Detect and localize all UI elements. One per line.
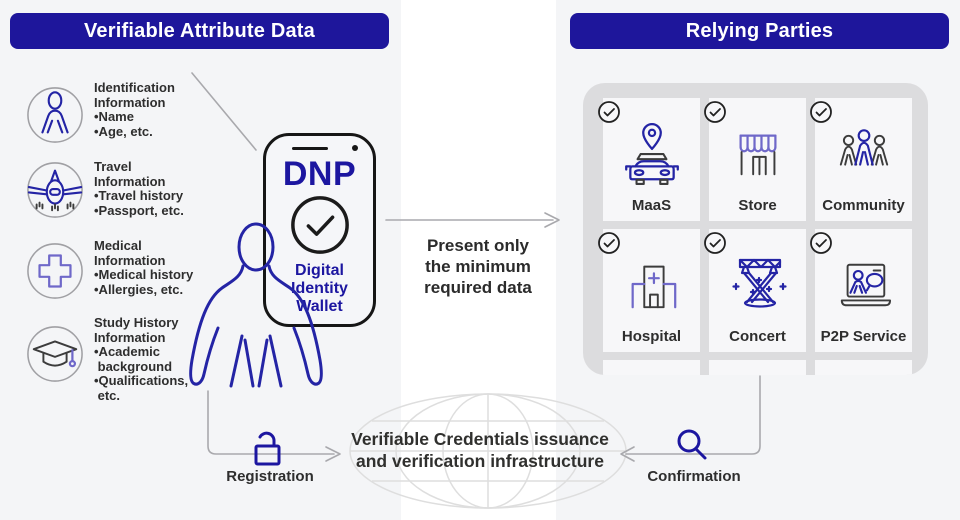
- attribute-title: Identification Information: [94, 80, 175, 110]
- party-card-store: Store: [704, 98, 806, 221]
- maas-car-icon: [624, 122, 679, 185]
- attribute-bullet: •Travel history: [94, 188, 184, 203]
- party-card-hospital: Hospital: [598, 229, 700, 352]
- attribute-item-travel: [26, 161, 84, 219]
- attribute-title: Medical Information: [94, 238, 166, 268]
- party-card-maas: MaaS: [598, 98, 700, 221]
- party-card-clipped: [815, 360, 912, 375]
- attribute-title: Travel Information: [94, 159, 166, 189]
- attribute-to-wallet-line: [191, 72, 257, 151]
- phone-camera-dot: [352, 145, 358, 151]
- attribute-bullet: •Qualifications, etc.: [94, 373, 189, 403]
- store-icon: [738, 134, 777, 176]
- present-minimum-data-text: Present only the minimum required data: [424, 236, 532, 297]
- hospital-icon: [631, 265, 676, 309]
- attribute-bullet: •Name: [94, 109, 134, 124]
- medical-cross-icon: [27, 243, 83, 299]
- person-silhouette-icon: [189, 222, 323, 388]
- attribute-item-identification: [26, 86, 84, 144]
- check-circle-icon: [598, 232, 620, 254]
- graduation-cap-icon: [27, 326, 83, 382]
- party-label: P2P Service: [820, 328, 907, 345]
- right-panel-title: Relying Parties: [570, 13, 949, 49]
- attribute-bullet: •Allergies, etc.: [94, 281, 184, 297]
- attribute-text-medical: Medical Information •Medical history •Al…: [94, 238, 206, 297]
- confirmation-label: Confirmation: [647, 468, 741, 485]
- party-label: Community: [822, 197, 905, 214]
- registration-label: Registration: [226, 468, 314, 485]
- party-label: Hospital: [621, 328, 682, 345]
- registration-arrowhead: [325, 446, 341, 462]
- open-lock-icon: [254, 431, 281, 466]
- wallet-brand: DNP: [282, 155, 357, 193]
- party-card-p2p: P2P Service: [810, 229, 912, 352]
- attribute-item-study: [26, 325, 84, 383]
- attribute-bullet: •Academic background: [94, 344, 173, 374]
- registration-connector: [207, 390, 335, 455]
- community-icon: [839, 129, 888, 166]
- party-label: MaaS: [631, 197, 672, 214]
- party-label: Store: [738, 197, 777, 214]
- left-panel-title: Verifiable Attribute Data: [10, 13, 389, 49]
- confirmation-arrowhead: [620, 446, 635, 462]
- concert-icon: [731, 258, 787, 308]
- infrastructure-text: Verifiable Credentials issuance and veri…: [351, 429, 609, 471]
- p2p-service-icon: [840, 263, 891, 307]
- party-label: Concert: [729, 328, 786, 345]
- airplane-icon: [27, 162, 83, 218]
- attribute-bullet: •Age, etc.: [94, 123, 153, 139]
- magnifier-icon: [677, 429, 707, 460]
- attribute-bullet: •Medical history: [94, 267, 194, 282]
- attribute-item-medical: [26, 242, 84, 300]
- check-circle-icon: [810, 101, 832, 123]
- relying-parties-container: MaaS Store: [583, 83, 928, 375]
- present-arrowhead: [544, 212, 560, 228]
- check-circle-icon: [810, 232, 832, 254]
- check-circle-icon: [704, 232, 726, 254]
- party-card-clipped: [603, 360, 700, 375]
- phone-speaker: [292, 147, 328, 150]
- attribute-text-identification: Identification Information •Name •Age, e…: [94, 80, 204, 139]
- attribute-bullet: •Passport, etc.: [94, 202, 184, 218]
- attribute-text-study: Study History Information •Academic back…: [94, 315, 206, 403]
- check-circle-icon: [598, 101, 620, 123]
- confirmation-connector: [625, 375, 761, 455]
- person-icon: [27, 87, 83, 143]
- check-circle-icon: [704, 101, 726, 123]
- party-card-concert: Concert: [704, 229, 806, 352]
- party-card-community: Community: [810, 98, 912, 221]
- party-card-clipped: [709, 360, 806, 375]
- attribute-title: Study History Information: [94, 315, 179, 345]
- check-circle-icon: [291, 196, 349, 254]
- globe-icon: [349, 393, 627, 509]
- attribute-text-travel: Travel Information •Travel history •Pass…: [94, 159, 204, 218]
